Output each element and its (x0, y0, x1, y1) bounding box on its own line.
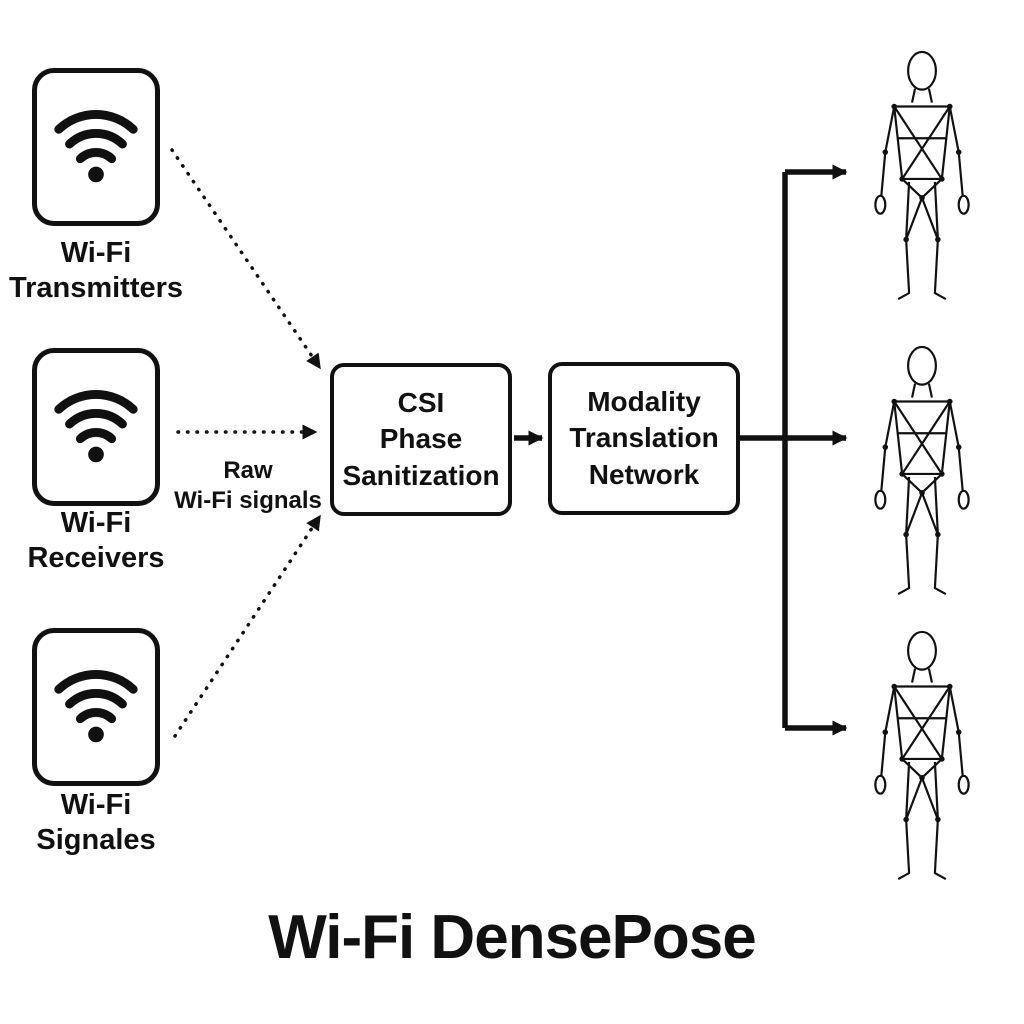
wifi-receivers-box (32, 348, 160, 506)
box-line: Sanitization (342, 459, 500, 491)
edge-label-line: Raw (223, 457, 273, 484)
wifi-signals-label: Wi-Fi Signales (0, 788, 192, 859)
label-line: Wi-Fi (60, 789, 132, 821)
human-pose-figure-2 (862, 340, 982, 598)
label-line: Signales (36, 824, 156, 857)
wifi-signals-box (32, 628, 160, 786)
wifi-receivers-label: Wi-Fi Receivers (0, 506, 192, 577)
dotted-arrow-transmitters-to-csi (170, 148, 322, 370)
dotted-arrow-signals-to-csi (173, 514, 322, 738)
box-line: Modality (587, 385, 701, 417)
label-line: Wi-Fi (60, 507, 132, 539)
box-line: Translation (569, 422, 719, 454)
wifi-transmitters-box (32, 68, 160, 226)
wifi-icon (47, 378, 145, 476)
human-pose-figure-3 (862, 625, 982, 883)
box-line: Phase (379, 423, 463, 455)
wifi-transmitters-label: Wi-Fi Transmitters (0, 236, 192, 307)
label-line: Wi-Fi (60, 237, 132, 269)
human-pose-figure-1 (862, 45, 982, 303)
raw-wifi-signals-label: Raw Wi-Fi signals (168, 456, 328, 516)
box-line: CSI (397, 386, 445, 418)
csi-phase-sanitization-box: CSI Phase Sanitization (330, 363, 512, 516)
edge-label-line: Wi-Fi signals (174, 487, 322, 514)
diagram-title: Wi-Fi DensePose (268, 903, 756, 972)
box-line: Network (588, 458, 700, 490)
label-line: Transmitters (8, 272, 184, 305)
wifi-icon (47, 658, 145, 756)
wifi-icon (47, 98, 145, 196)
modality-translation-network-box: Modality Translation Network (548, 362, 740, 515)
label-line: Receivers (27, 542, 165, 575)
